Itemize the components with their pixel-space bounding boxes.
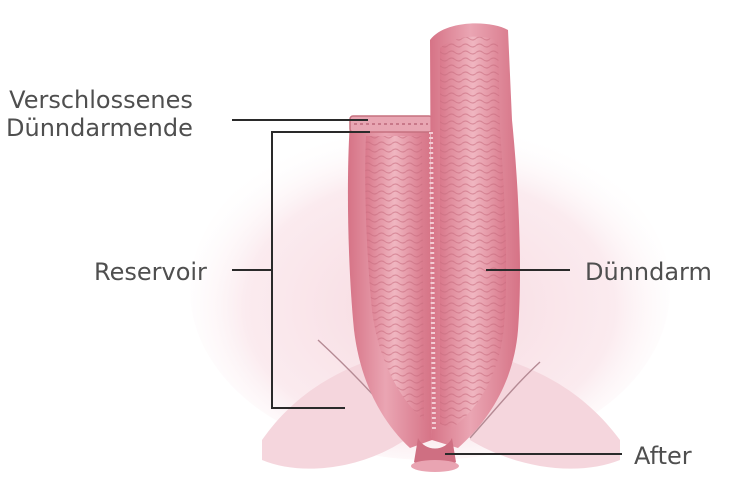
label-reservoir: Reservoir <box>94 258 207 286</box>
label-closed-end-line2: Dünndarmende <box>6 114 193 142</box>
label-anus: After <box>634 442 692 470</box>
label-closed-small-intestine-end: Verschlossenes Dünndarmende <box>6 86 193 142</box>
label-closed-end-line1: Verschlossenes <box>6 86 193 114</box>
label-small-intestine: Dünndarm <box>585 258 712 286</box>
closed-small-intestine-end <box>350 116 432 132</box>
